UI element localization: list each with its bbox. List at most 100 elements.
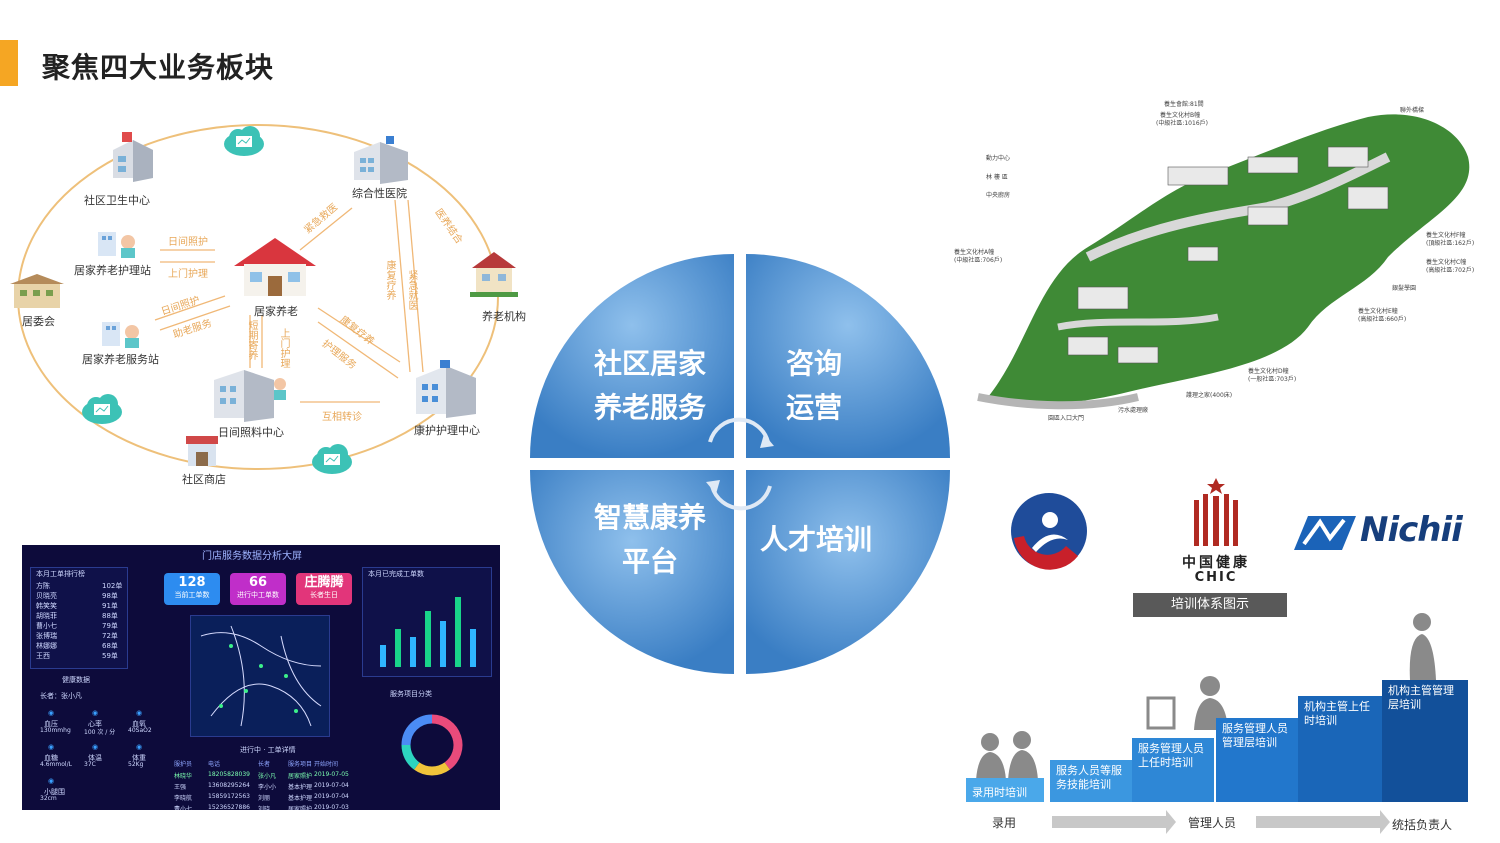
business-quadrant-circle: 社区居家养老服务 咨询运营 智慧康养平台 人才培训: [528, 252, 952, 676]
campus-plan-map: 養生會館:81間 養生文化村B幢 (中級社區:1016戶) 聯外橋樑 動力中心 …: [948, 97, 1490, 427]
node-shop: 社区商店: [182, 473, 226, 486]
day-care-building-icon: [210, 366, 290, 428]
dashboard-title: 门店服务数据分析大屏: [202, 551, 302, 562]
map-label: 銀髮學園: [1392, 285, 1417, 292]
quadrant-bottom-right: [746, 470, 950, 674]
rank-title: 本月工单排行榜: [36, 570, 85, 578]
donut-segment: [401, 714, 433, 746]
service-title: 服务项目分类: [390, 690, 432, 698]
flow-label: 上门护理: [168, 269, 208, 280]
clinic-building-icon: [108, 130, 158, 186]
quadrant-top-left: [530, 254, 734, 458]
quadrant-label-community: 社区居家养老服务: [594, 347, 707, 424]
health-value: 4.6mmol/L: [40, 761, 72, 768]
map-label: 養生文化村D幢: [1248, 368, 1289, 375]
health-icon: ◉: [136, 709, 143, 717]
map-label: 林 樓 區: [986, 174, 1008, 181]
order-cell: 2019-07-04: [314, 782, 349, 789]
flow-label: 紧急就医: [406, 270, 417, 310]
health-name: 体温: [88, 754, 102, 762]
rank-row-name: 贝晓亮: [36, 592, 57, 600]
node-home-care: 居家养老: [254, 305, 298, 318]
rehab-center-icon: [410, 360, 484, 424]
donut-segment: [401, 744, 420, 770]
cycle-arrows-icon: [706, 417, 774, 511]
health-icon: ◉: [92, 709, 99, 717]
health-name: 小腿围: [44, 788, 65, 796]
flow-label: 短期寄养: [246, 320, 257, 360]
map-label: 養生文化村B幢: [1160, 112, 1201, 119]
order-header: 电话: [208, 761, 221, 768]
order-cell: 13608295264: [208, 782, 250, 789]
nursing-home-icon: [468, 248, 520, 302]
map-label: 動力中心: [986, 155, 1011, 162]
kpi-label: 进行中工单数: [237, 591, 279, 599]
axis-label-executive: 统括负责人: [1392, 818, 1453, 832]
chic-pillars-icon: [1194, 478, 1238, 546]
training-step: 录用时培训: [966, 778, 1044, 802]
health-name: 血氧: [132, 720, 146, 728]
dashboard-map: [190, 615, 330, 737]
rank-row-value: 98单: [102, 592, 118, 600]
donut-segment: [414, 762, 450, 776]
rank-row-name: 林娜娜: [36, 642, 57, 650]
map-label: 養生文化村F幢: [1426, 232, 1466, 239]
order-cell: 林晓华: [174, 773, 193, 780]
node-rehab: 康护护理中心: [414, 424, 480, 437]
rank-row-name: 胡晓菲: [36, 612, 57, 620]
map-label: (高級社區:660戶): [1358, 316, 1407, 323]
done-bar: [380, 645, 386, 667]
training-step: 机构主管上任时培训: [1298, 696, 1382, 802]
title-accent-bar: [0, 40, 18, 86]
rank-row-name: 曹小七: [36, 622, 57, 630]
order-cell: 基本护理: [288, 784, 313, 791]
chic-logo: 中国健康 CHIC: [1176, 476, 1256, 586]
training-step: 服务人员等服务技能培训: [1050, 760, 1132, 802]
order-cell: 基本护理: [288, 795, 313, 802]
kpi-value: 66: [248, 575, 268, 590]
hospital-building-icon: [350, 136, 412, 188]
training-caption: 培训体系图示: [1133, 593, 1287, 617]
order-title: 进行中 · 工单详情: [240, 746, 296, 754]
health-icon: ◉: [48, 743, 55, 751]
nichii-wordmark: Nichii: [1360, 510, 1463, 550]
quadrant-bottom-left: [530, 470, 734, 674]
map-label: 聯外橋樑: [1400, 107, 1425, 114]
care-network-diagram: 社区卫生中心 综合性医院 居家养老护理站 居家养老 居委会 养老机构 居家养老服…: [0, 100, 526, 500]
training-step: 机构主管管理层培训: [1382, 680, 1468, 802]
done-bar: [395, 629, 401, 667]
page-title: 聚焦四大业务板块: [42, 51, 275, 84]
health-title: 健康数据: [62, 676, 90, 684]
kpi-value: 庄腾腾: [304, 575, 344, 590]
kpi-value: 128: [178, 575, 206, 590]
health-name: 血压: [44, 720, 58, 728]
health-value: 52Kg: [128, 761, 144, 768]
order-header: 开始时间: [314, 761, 339, 768]
node-hospital: 综合性医院: [352, 187, 407, 200]
service-station-icon: [100, 318, 146, 354]
node-home-service-station: 居家养老服务站: [82, 353, 159, 366]
house-icon: [230, 232, 320, 302]
nichii-mark-icon: [1294, 516, 1356, 550]
order-header: 长者: [258, 761, 271, 768]
quadrant-label-smart-platform: 智慧康养平台: [594, 501, 707, 578]
rank-row-value: 79单: [102, 622, 118, 630]
health-value: 130mmhg: [40, 727, 71, 734]
rank-row-value: 88单: [102, 612, 118, 620]
order-cell: 刘丽: [258, 795, 271, 802]
health-icon: ◉: [48, 777, 55, 785]
health-name: 血糖: [44, 754, 58, 762]
map-label: 養生文化村A幢: [954, 249, 995, 256]
map-label: (中級社區:1016戶): [1156, 120, 1208, 127]
rank-row-name: 韩笑笑: [36, 602, 57, 610]
rank-row-value: 59单: [102, 652, 118, 660]
node-home-care-station: 居家养老护理站: [74, 264, 151, 277]
node-committee: 居委会: [22, 315, 55, 328]
node-nursing-home: 养老机构: [482, 310, 526, 323]
done-bar-chart: [380, 597, 476, 667]
order-cell: 2019-07-05: [314, 771, 349, 778]
map-label: (一般社區:703戶): [1248, 376, 1297, 383]
order-cell: 刘晓: [258, 806, 271, 810]
health-icon: ◉: [48, 709, 55, 717]
